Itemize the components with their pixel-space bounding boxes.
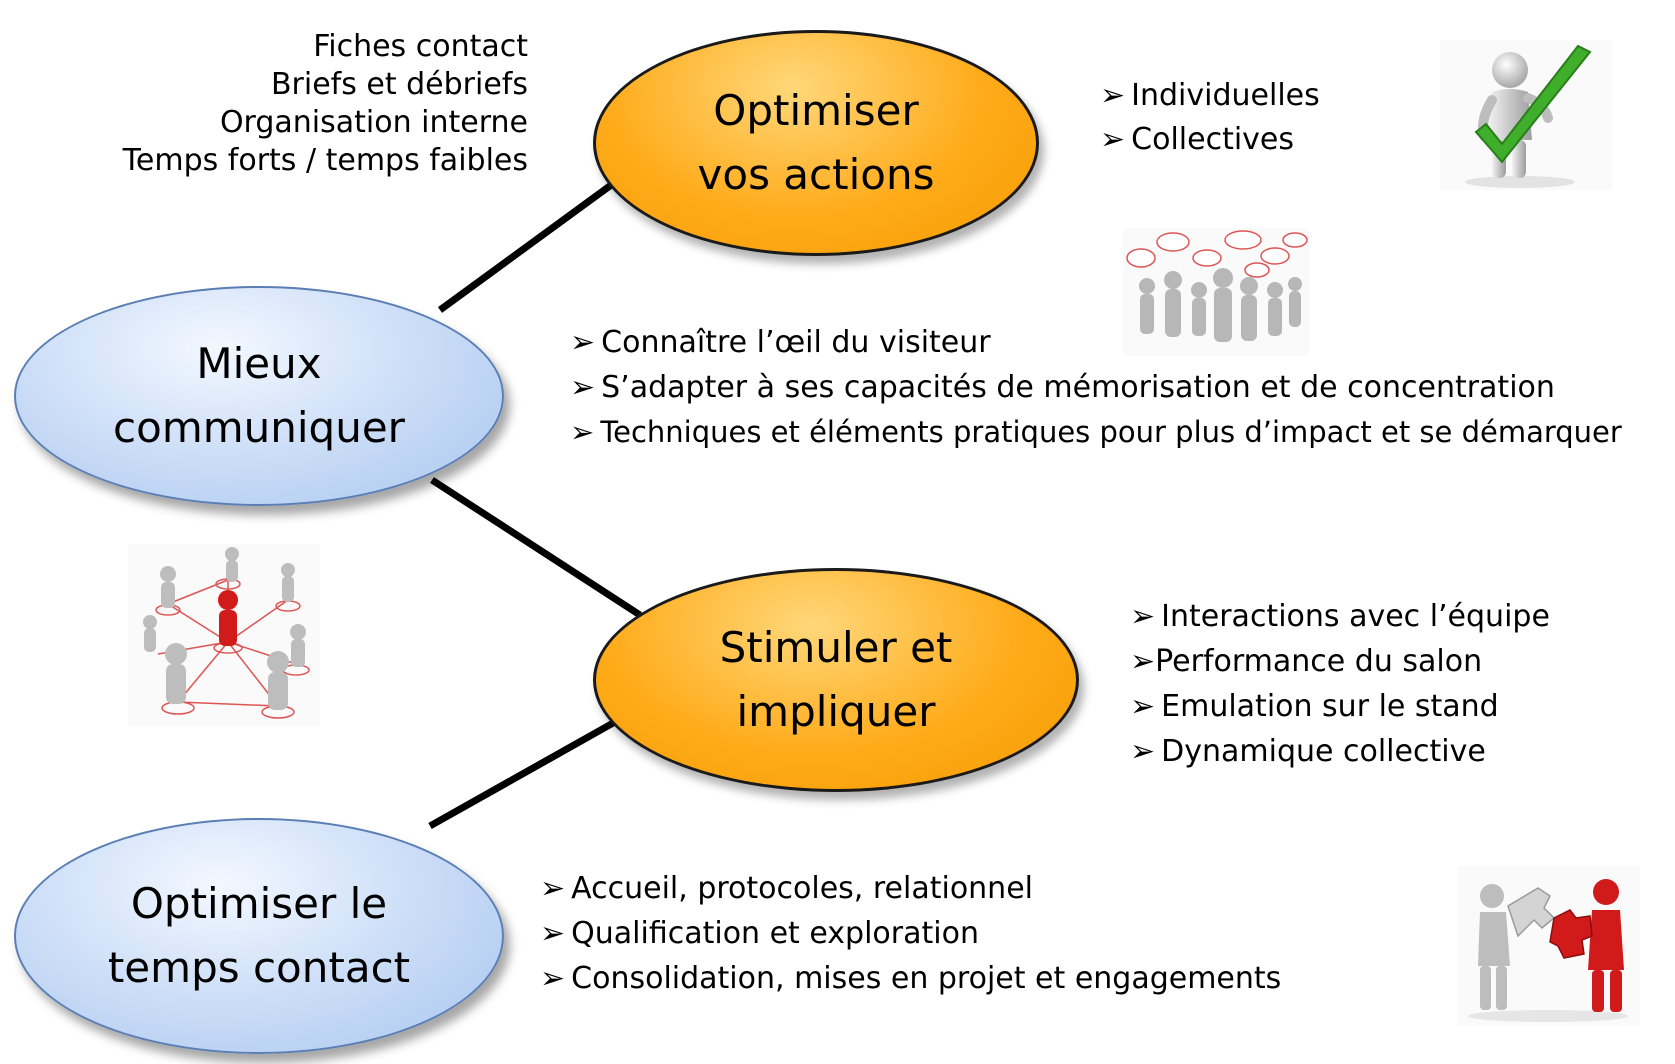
network-people-icon — [128, 544, 320, 726]
organisation-item: Briefs et débriefs — [270, 67, 528, 102]
arrow-bullet-icon: ➢ — [540, 871, 566, 906]
contact-list: ➢Accueil, protocoles, relationnel ➢Quali… — [540, 866, 1281, 1001]
list-item: ➢Emulation sur le stand — [1130, 684, 1550, 729]
connector-stimuler-contact — [428, 714, 624, 830]
organisation-item: Organisation interne — [219, 105, 528, 140]
node-label: temps contact — [107, 943, 411, 992]
organisation-list: Fiches contact Briefs et débriefs Organi… — [60, 28, 528, 180]
organisation-item: Temps forts / temps faibles — [122, 143, 528, 178]
node-temps-contact: Optimiser le temps contact — [14, 818, 504, 1054]
node-label: vos actions — [697, 150, 935, 199]
list-item: ➢Interactions avec l’équipe — [1130, 594, 1550, 639]
list-item: ➢Collectives — [1100, 118, 1320, 162]
arrow-bullet-icon: ➢ — [1130, 599, 1156, 634]
arrow-bullet-icon: ➢ — [1130, 644, 1156, 679]
node-label: impliquer — [736, 687, 936, 736]
list-item: ➢Accueil, protocoles, relationnel — [540, 866, 1281, 911]
list-item: ➢Qualification et exploration — [540, 911, 1281, 956]
list-item: ➢Dynamique collective — [1130, 729, 1550, 774]
arrow-bullet-icon: ➢ — [540, 916, 566, 951]
list-item: ➢Techniques et éléments pratiques pour p… — [570, 410, 1622, 455]
arrow-bullet-icon: ➢ — [1130, 689, 1156, 724]
list-item: ➢Connaître l’œil du visiteur — [570, 320, 1622, 365]
connector-communiquer-actions — [437, 177, 621, 313]
arrow-bullet-icon: ➢ — [570, 370, 596, 405]
arrow-bullet-icon: ➢ — [540, 961, 566, 996]
node-label: Optimiser — [713, 86, 919, 135]
node-stimuler-impliquer: Stimuler et impliquer — [593, 568, 1079, 792]
connector-communiquer-stimuler — [430, 477, 642, 618]
node-label: Optimiser le — [130, 879, 388, 928]
arrow-bullet-icon: ➢ — [1100, 122, 1126, 157]
node-label: Mieux — [196, 339, 322, 388]
puzzle-people-icon — [1458, 866, 1640, 1026]
list-item: ➢Consolidation, mises en projet et engag… — [540, 956, 1281, 1001]
arrow-bullet-icon: ➢ — [1100, 78, 1126, 113]
organisation-item: Fiches contact — [313, 29, 528, 64]
arrow-bullet-icon: ➢ — [1130, 734, 1156, 769]
arrow-bullet-icon: ➢ — [570, 415, 595, 449]
stimuler-list: ➢Interactions avec l’équipe ➢Performance… — [1130, 594, 1550, 774]
list-item: ➢Performance du salon — [1130, 639, 1550, 684]
checkmark-figure-icon — [1440, 40, 1612, 190]
node-mieux-communiquer: Mieux communiquer — [14, 286, 504, 506]
talking-crowd-icon — [1123, 228, 1309, 356]
communiquer-list: ➢Connaître l’œil du visiteur ➢S’adapter … — [570, 320, 1622, 455]
actions-list: ➢Individuelles ➢Collectives — [1100, 74, 1320, 162]
list-item: ➢Individuelles — [1100, 74, 1320, 118]
node-optimiser-actions: Optimiser vos actions — [593, 30, 1039, 256]
node-label: communiquer — [113, 403, 405, 452]
arrow-bullet-icon: ➢ — [570, 325, 596, 360]
node-label: Stimuler et — [719, 623, 953, 672]
list-item: ➢S’adapter à ses capacités de mémorisati… — [570, 365, 1622, 410]
